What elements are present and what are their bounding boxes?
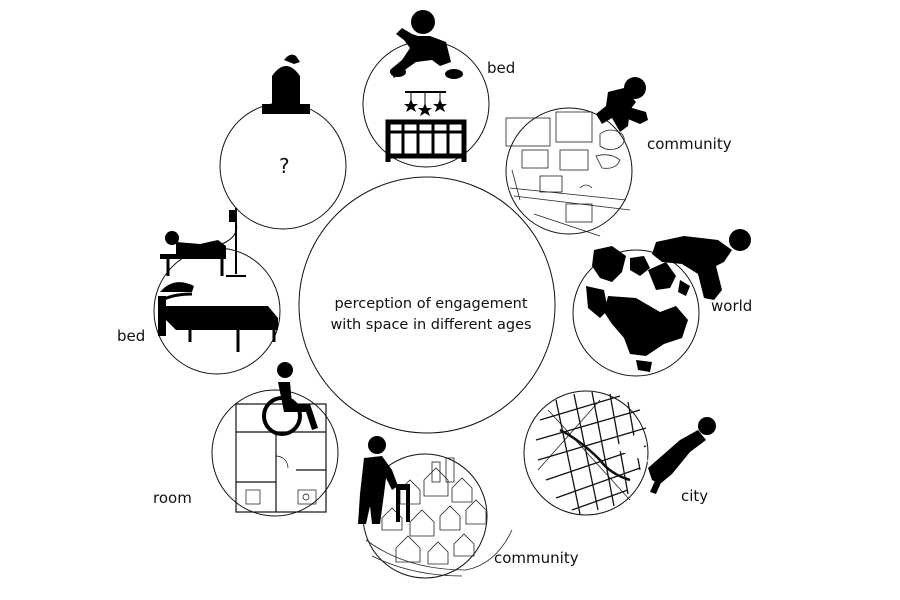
baby-icon xyxy=(390,10,463,79)
village-sketch xyxy=(365,457,513,577)
stage-world xyxy=(572,229,751,377)
running-child-icon xyxy=(596,77,648,132)
neighborhood-sketch xyxy=(505,111,631,237)
center-title-line-1: perception of engagement xyxy=(334,296,528,312)
floor-plan-icon xyxy=(235,403,327,513)
city-map-icon xyxy=(535,391,648,515)
patient-iv-icon xyxy=(160,208,246,277)
stage-bed-patient xyxy=(153,208,281,375)
wheelchair-icon xyxy=(262,362,318,436)
stage-circle xyxy=(572,249,700,377)
stage-label-city: city xyxy=(681,487,709,505)
stage-room xyxy=(211,362,339,517)
stage-circle xyxy=(505,107,633,235)
stage-label-unknown: ? xyxy=(279,154,290,178)
center-title: perception of engagement with space in d… xyxy=(310,294,552,336)
center-circle xyxy=(298,176,556,434)
stage-community-child xyxy=(505,77,648,237)
crib-with-mobile-icon xyxy=(385,91,467,162)
stage-city xyxy=(523,390,716,516)
stage-label-bed-patient: bed xyxy=(117,327,146,345)
stage-bed-baby xyxy=(362,10,490,168)
stage-circle xyxy=(523,390,649,516)
walker-elder-icon xyxy=(358,436,410,524)
stage-community-elder xyxy=(358,436,513,579)
gravestone-icon xyxy=(262,54,310,114)
sprinting-adult-icon xyxy=(648,417,716,494)
bed-icon xyxy=(158,282,278,352)
world-map-icon xyxy=(586,246,690,372)
running-adult-icon xyxy=(652,229,751,300)
stage-label-bed-baby: bed xyxy=(487,59,516,77)
stage-label-world: world xyxy=(711,297,753,315)
stage-label-community-child: community xyxy=(647,135,732,153)
stage-circle xyxy=(211,389,339,517)
center-title-line-2: with space in different ages xyxy=(330,317,532,333)
stage-label-room: room xyxy=(153,489,192,507)
stage-label-community-elder: community xyxy=(494,549,579,567)
stage-unknown xyxy=(219,54,347,230)
